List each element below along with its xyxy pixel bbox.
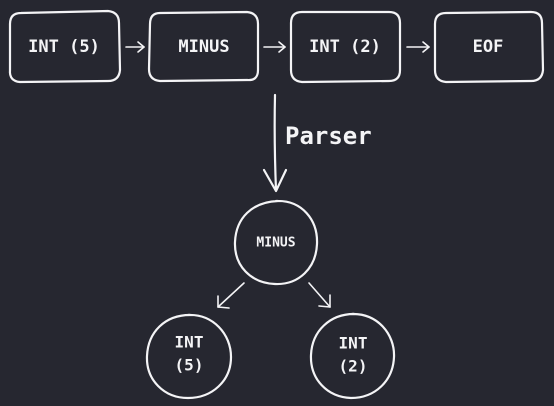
ast-right-node: INT (2): [309, 312, 396, 400]
parser-label: Parser: [285, 122, 372, 150]
ast-left-label-line2: (5): [175, 356, 204, 375]
token-int-2: INT (2): [289, 10, 402, 84]
token-eof: EOF: [433, 10, 545, 84]
arrow-minus-to-int2: [263, 41, 286, 53]
arrow-int5-to-minus: [125, 41, 145, 53]
ast-tree: MINUS INT (5) INT (2): [145, 199, 396, 400]
token-int-2-label: INT (2): [309, 37, 381, 57]
ast-left-node: INT (5): [145, 313, 233, 400]
ast-root-node: MINUS: [233, 199, 319, 286]
edge-root-to-right: [308, 282, 331, 308]
ast-right-label-line2: (2): [339, 357, 368, 376]
edge-root-to-left: [217, 282, 245, 309]
ast-left-label-line1: INT: [175, 333, 204, 352]
token-int-5-label: INT (5): [28, 37, 100, 57]
arrow-int2-to-eof: [406, 41, 430, 53]
ast-right-label-line1: INT: [339, 334, 368, 353]
token-eof-label: EOF: [473, 37, 504, 57]
token-minus-label: MINUS: [178, 37, 229, 57]
token-stream: INT (5) MINUS INT (2) EOF: [8, 9, 545, 84]
parser-arrow: Parser: [262, 93, 372, 193]
token-int-5: INT (5): [8, 9, 122, 84]
ast-root-label: MINUS: [256, 236, 295, 251]
token-minus: MINUS: [147, 10, 260, 83]
